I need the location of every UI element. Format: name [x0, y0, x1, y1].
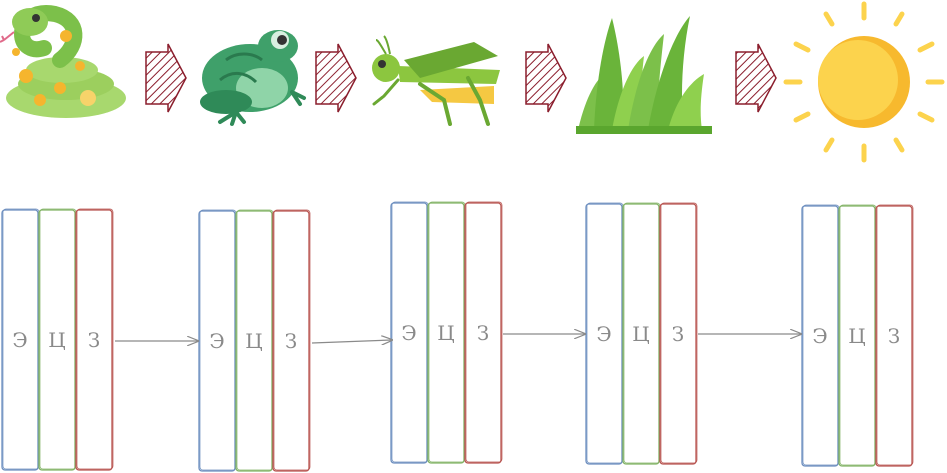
column-green-box	[838, 205, 876, 467]
column-red-box-sketch	[273, 209, 311, 471]
column-label: Э	[812, 324, 827, 348]
column-label: Э	[596, 322, 611, 346]
column-red-box	[875, 205, 913, 467]
column-label: З	[477, 321, 489, 345]
column-red-box	[272, 210, 310, 472]
chain-arrow-3	[525, 43, 567, 113]
column-label: Ц	[848, 324, 865, 348]
frog-icon	[200, 30, 306, 126]
column-label: З	[285, 329, 297, 353]
column-label: З	[672, 322, 684, 346]
column-blue-box	[390, 202, 428, 464]
column-label: Ц	[632, 322, 649, 346]
grass-icon	[576, 16, 712, 134]
column-red-box	[75, 209, 113, 471]
column-label: Э	[209, 329, 224, 353]
group-connectors	[115, 334, 801, 343]
column-label: Ц	[437, 321, 454, 345]
column-red-box-sketch	[465, 201, 503, 463]
column-green-box	[235, 210, 273, 472]
chain-arrow-4	[735, 43, 777, 113]
column-red-box-sketch	[76, 208, 114, 470]
snake-icon	[0, 5, 126, 118]
group-arrow-2	[311, 340, 392, 343]
column-red-box	[659, 203, 697, 465]
column-label: З	[88, 328, 100, 352]
grasshopper-icon	[372, 35, 500, 126]
column-label: З	[888, 324, 900, 348]
column-label: Ц	[245, 329, 262, 353]
column-label: Э	[12, 328, 27, 352]
column-label: Э	[401, 321, 416, 345]
chain-arrow-1	[145, 43, 187, 113]
column-label: Ц	[48, 328, 65, 352]
column-red-box	[464, 202, 502, 464]
column-green-box	[622, 203, 660, 465]
column-green-box	[427, 202, 465, 464]
column-blue-box	[1, 209, 39, 471]
chain-arrow-2	[315, 43, 357, 113]
sun-icon	[783, 1, 945, 163]
column-red-box-sketch	[876, 204, 914, 466]
column-red-box-sketch	[660, 202, 698, 464]
column-green-box	[38, 209, 76, 471]
